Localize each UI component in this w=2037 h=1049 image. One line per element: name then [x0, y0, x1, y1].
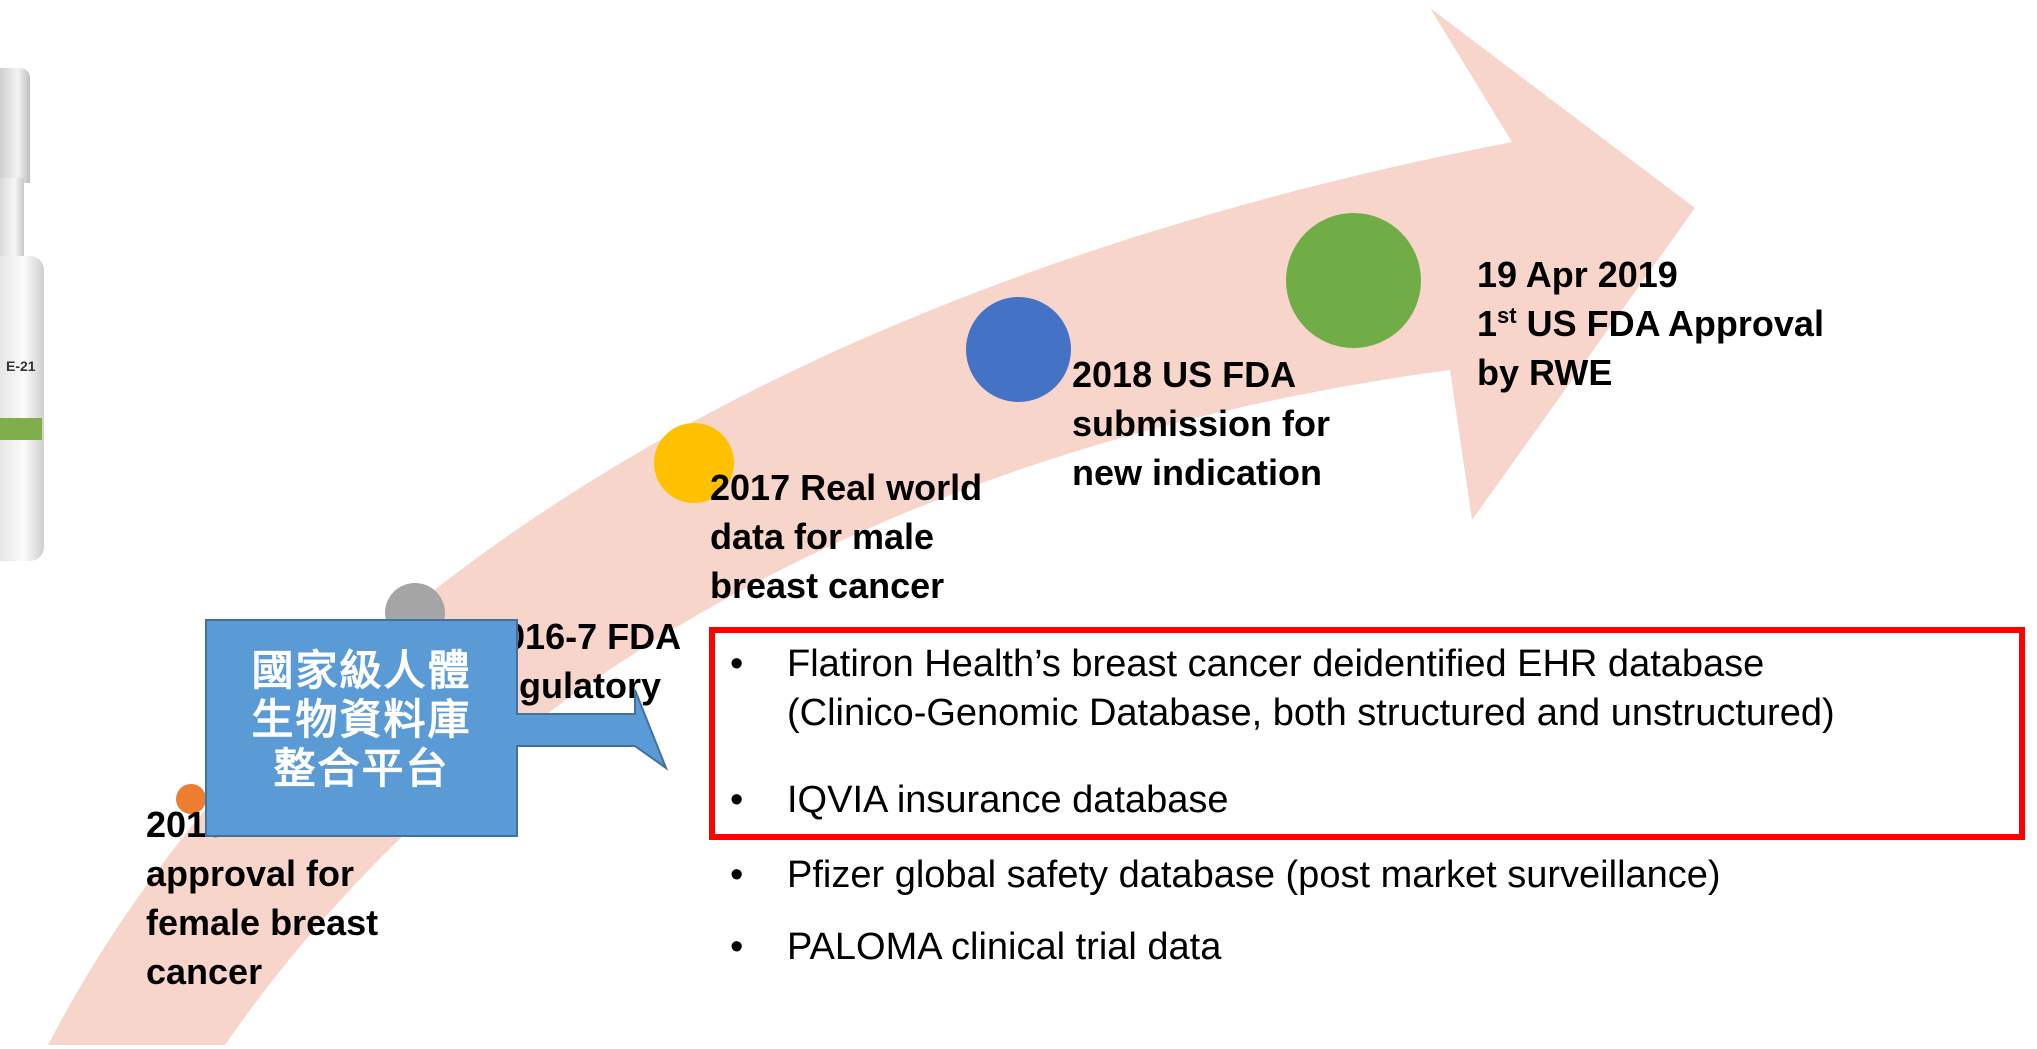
bullet: • [730, 779, 744, 821]
list-item-line: PALOMA clinical trial data [787, 926, 1222, 968]
milestone-2019-line: by RWE [1477, 352, 1613, 393]
list-item-line: IQVIA insurance database [787, 779, 1229, 821]
list-item-line: Flatiron Health’s breast cancer deidenti… [787, 643, 1765, 685]
milestone-2015: 2015 approval for female breast cancer [146, 800, 378, 996]
milestone-2018-line: new indication [1072, 452, 1323, 493]
ordinal-suffix: st [1497, 303, 1517, 328]
timeline-arrow-shape [48, 8, 1695, 1045]
milestone-2019-line: 19 Apr 2019 [1477, 254, 1678, 295]
milestone-dot-2015 [176, 784, 206, 814]
callout-arrow-shape [205, 619, 669, 837]
bottle-label-text: E-21 [6, 358, 36, 374]
callout-line: 整合平台 [273, 744, 450, 793]
biobank-platform-callout: 國家級人體 生物資料庫 整合平台 [204, 618, 669, 838]
bullet: • [730, 643, 744, 685]
bottle-cap [0, 68, 30, 183]
milestone-dot-2018 [966, 297, 1071, 402]
milestone-2015-line: female breast [146, 902, 379, 943]
milestone-2015-line: cancer [146, 951, 263, 992]
milestone-2015-line: approval for [146, 853, 355, 894]
milestone-2017-line: 2017 Real world [710, 467, 983, 508]
milestone-2018-line: 2018 US FDA [1072, 354, 1297, 395]
milestone-2019: 19 Apr 2019 1st US FDA Approval by RWE [1477, 250, 1824, 397]
list-item-line: (Clinico-Genomic Database, both structur… [787, 692, 1835, 734]
highlight-box [709, 627, 2025, 840]
ordinal-number: 1 [1477, 303, 1498, 344]
bottle-body [0, 256, 44, 561]
callout-line: 生物資料庫 [251, 695, 472, 744]
bullet: • [730, 926, 744, 968]
list-item-line: Pfizer global safety database (post mark… [787, 854, 1721, 896]
milestone-2017: 2017 Real world data for male breast can… [710, 463, 982, 610]
product-bottle-image: E-21 [0, 68, 44, 561]
milestone-2018-line: submission for [1072, 403, 1331, 444]
milestone-2018: 2018 US FDA submission for new indicatio… [1072, 350, 1330, 497]
bottle-label-stripe [0, 418, 42, 440]
approval-text: US FDA Approval [1516, 303, 1824, 344]
milestone-dot-2019 [1286, 213, 1421, 348]
bottle-neck [0, 178, 24, 258]
milestone-2019-line: 1st US FDA Approval [1477, 299, 1824, 348]
callout-line: 國家級人體 [251, 646, 472, 695]
milestone-2017-line: breast cancer [710, 565, 945, 606]
bullet: • [730, 854, 744, 896]
milestone-dot-2017 [654, 423, 734, 503]
callout-text: 國家級人體 生物資料庫 整合平台 [204, 646, 519, 793]
milestone-2017-line: data for male [710, 516, 935, 557]
